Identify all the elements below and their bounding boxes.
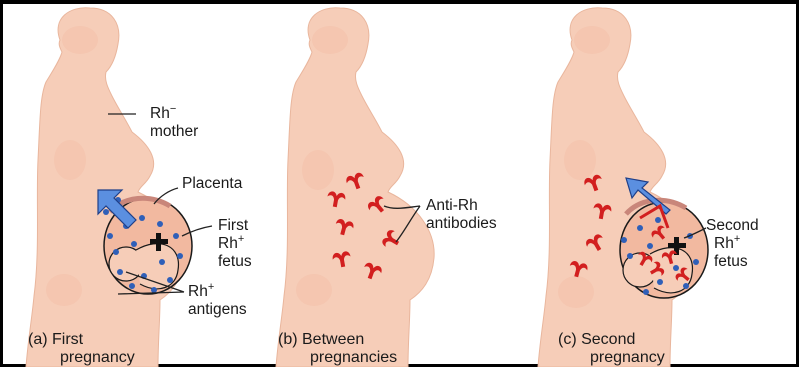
placenta-label: Placenta [182, 175, 243, 192]
first-fetus-label: First [218, 217, 249, 234]
mother-silhouette-a [26, 8, 184, 367]
panel-c-second-pregnancy: Second Rh+ fetus (c) Second pregnancy [538, 8, 759, 367]
panel-a-first-pregnancy: Rh− mother Placenta First Rh+ fetus Rh+ … [26, 8, 252, 367]
second-fetus-label-rh: Rh+ [714, 233, 740, 252]
caption-b: (b) Between [278, 331, 364, 348]
second-fetus-label: Second [706, 217, 759, 234]
first-fetus-label-rh: Rh+ [218, 233, 244, 252]
antigens-label: Rh+ [188, 281, 214, 300]
mother-silhouette-c [538, 8, 696, 367]
first-fetus-label-line3: fetus [218, 253, 252, 270]
second-fetus-label-line3: fetus [714, 253, 748, 270]
mother-label: Rh− [150, 103, 176, 122]
caption-c-line2: pregnancy [590, 349, 665, 366]
caption-c: (c) Second [558, 331, 635, 348]
panel-b-between-pregnancies: Anti-Rh antibodies (b) Between pregnanci… [276, 8, 497, 367]
mother-label-line2: mother [150, 123, 198, 140]
caption-a: (a) First [28, 331, 84, 348]
antigens-label-line2: antigens [188, 301, 247, 318]
caption-a-line2: pregnancy [60, 349, 135, 366]
antibodies-label-line2: antibodies [426, 215, 497, 232]
caption-b-line2: pregnancies [310, 349, 397, 366]
mother-silhouette-b [276, 8, 434, 367]
antibodies-label: Anti-Rh [426, 197, 478, 214]
